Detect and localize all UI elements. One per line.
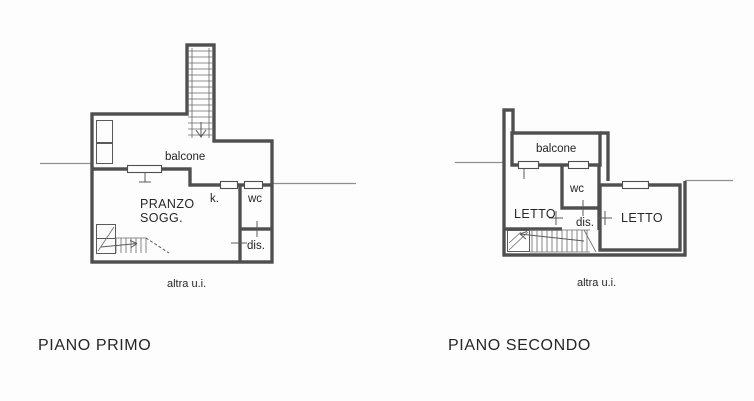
- room-label-wc: wc: [569, 183, 584, 195]
- window-wc: [243, 180, 264, 190]
- room-label-hall: dis.: [576, 217, 594, 229]
- winder-staircase: [96, 224, 170, 254]
- stair-direction-arrow-icon: [519, 231, 585, 242]
- plan-title-piano-secondo: PIANO SECONDO: [448, 337, 591, 354]
- plan-title-piano-primo: PIANO PRIMO: [38, 337, 151, 354]
- door-tick-balcony: [139, 172, 151, 183]
- room-label-living-line1: PRANZO: [140, 197, 195, 211]
- plan-piano-primo: balcone PRANZO SOGG. k. wc dis. altra u.…: [38, 43, 356, 354]
- window-wc: [567, 160, 590, 170]
- staircase-run: [507, 229, 597, 253]
- stair-direction-arrow-icon: [195, 122, 207, 138]
- room-label-balcony: balcone: [165, 151, 205, 163]
- annotation-altra-ui: altra u.i.: [577, 277, 616, 289]
- room-label-hall: dis.: [247, 240, 265, 252]
- room-label-balcony: balcone: [536, 143, 576, 155]
- room-label-kitchen: k.: [210, 193, 219, 205]
- door-tick-bedroom-left-hall: [549, 211, 563, 225]
- window-kitchen: [219, 180, 239, 190]
- window-bedroom-left-door: [517, 160, 540, 170]
- closet-upper: [96, 120, 113, 143]
- door-tick-bedroom-right-hall: [598, 211, 612, 225]
- stair-direction-arrow-icon: [100, 240, 138, 248]
- room-label-wc: wc: [247, 193, 262, 205]
- room-label-living-line2: SOGG.: [140, 211, 183, 225]
- plan-piano-secondo: balcone LETTO wc dis. LETTO altra u.i. P…: [448, 108, 733, 354]
- window-balcony-door: [126, 164, 163, 174]
- room-label-bedroom-right: LETTO: [621, 211, 663, 225]
- window-bedroom-right: [621, 180, 650, 190]
- annotation-altra-ui: altra u.i.: [167, 278, 206, 290]
- room-label-bedroom-left: LETTO: [514, 207, 556, 221]
- closet-lower: [96, 143, 113, 164]
